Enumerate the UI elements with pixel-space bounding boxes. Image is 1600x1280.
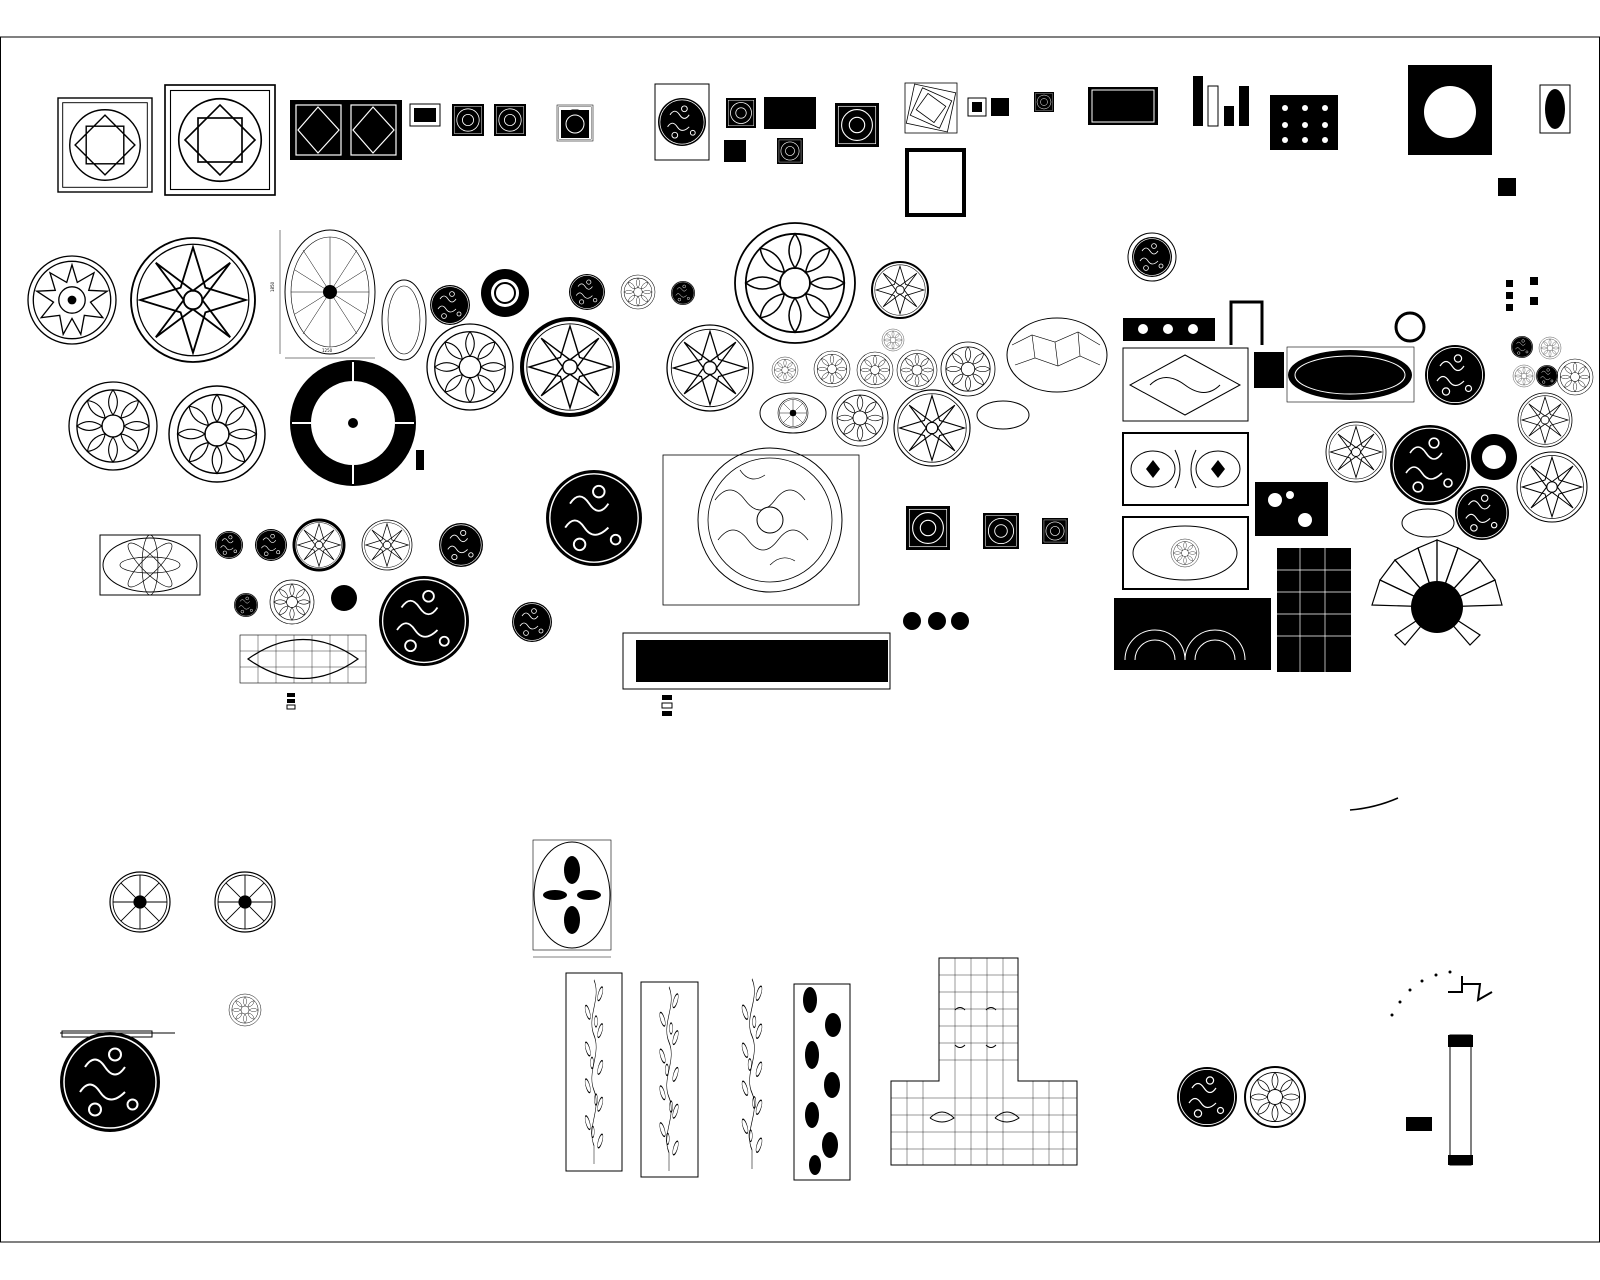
column-elevation [1406, 1034, 1473, 1166]
dark-sunburst-medallion [290, 360, 416, 486]
rectangular-panels-right [1114, 232, 1415, 672]
lotus-fan-medallion [1371, 539, 1503, 646]
large-scroll-medallion [545, 447, 860, 606]
small-dark-tiles [905, 505, 1069, 551]
medallion-cluster-lower-left [99, 518, 553, 710]
oval-medallion-dimensioned: 1850 1250 [270, 229, 376, 359]
bottom-left-medallions [59, 872, 275, 1133]
spiral-square-tile [904, 82, 958, 134]
medallion-cluster-right [1325, 277, 1594, 811]
crackle-oval-tile [1006, 317, 1108, 393]
dim-oval-width: 1250 [322, 348, 333, 353]
bottom-right-medallions [1176, 970, 1493, 1166]
oval-floral-panel [532, 839, 612, 958]
t-shaped-grid-layout [890, 957, 1078, 1166]
ornament-small-cluster [903, 612, 969, 630]
long-border-strip [622, 632, 891, 716]
grid-eye-panel [239, 634, 367, 684]
vine-border-strips [565, 972, 851, 1181]
sheet-border [0, 36, 1600, 1243]
medallion-cluster-center [666, 222, 1108, 467]
top-row-panels [57, 65, 1571, 217]
dim-oval-height: 1850 [270, 281, 275, 292]
medallion-cluster-left: 1850 1250 [28, 229, 696, 486]
oval-dark-panel [1286, 346, 1415, 403]
